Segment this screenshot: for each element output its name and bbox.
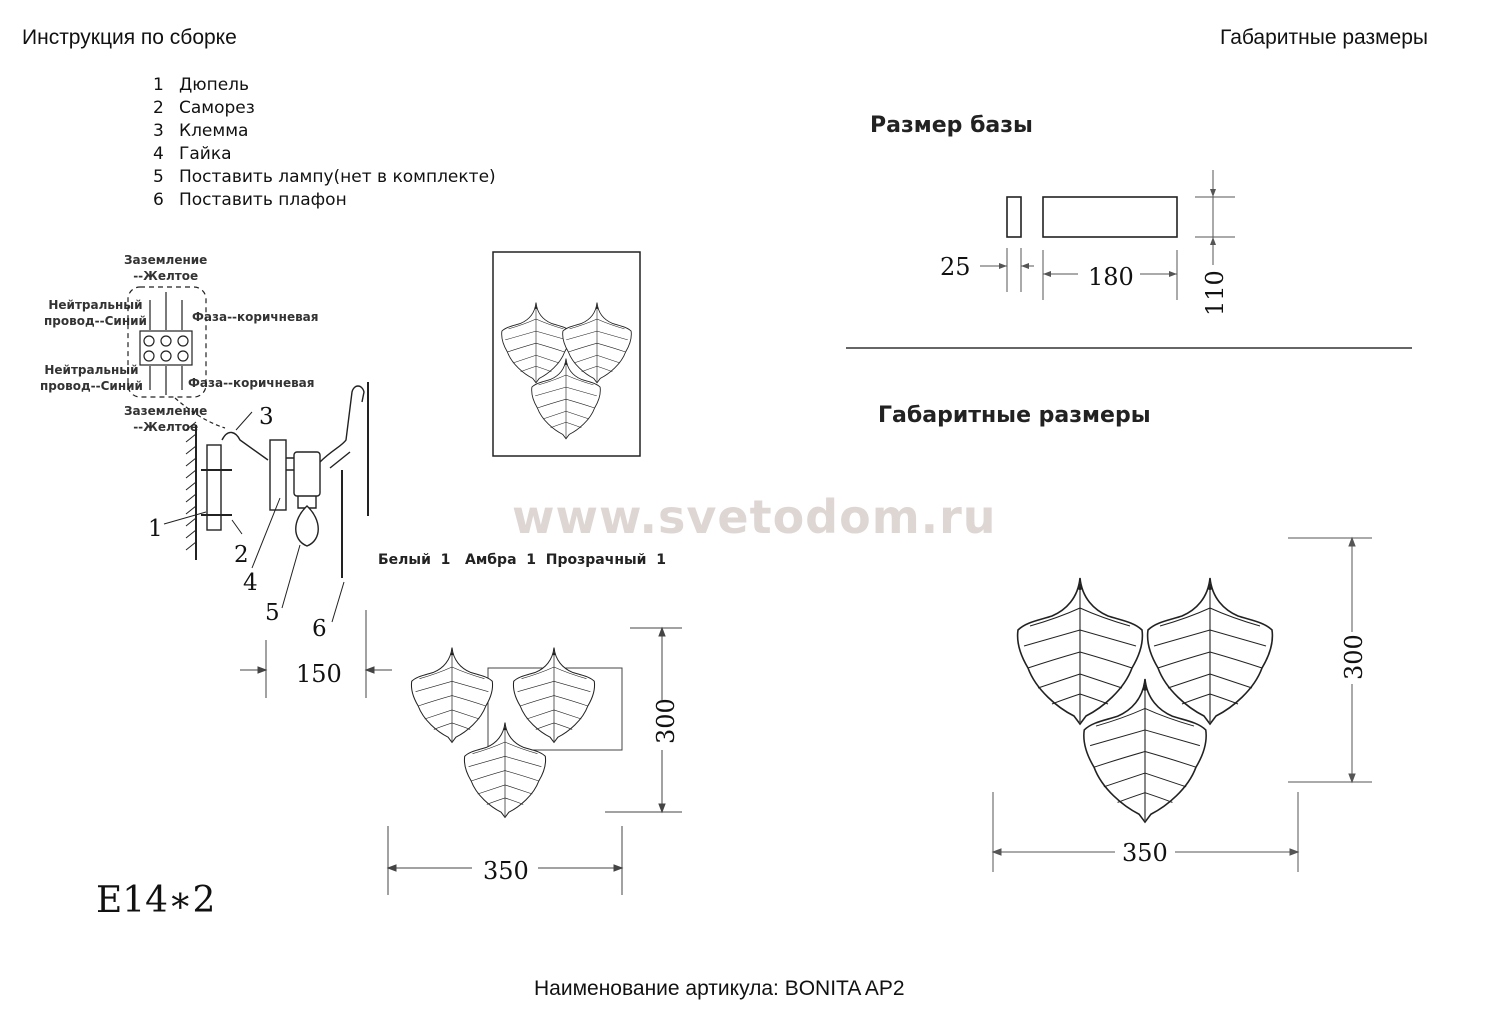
right-dimensioned-view: [1016, 577, 1274, 823]
part-label: Саморез: [179, 98, 255, 118]
dim-right-width: 350: [1122, 839, 1168, 867]
neutral-label-top: Нейтральный провод--Синий: [44, 298, 147, 328]
left-dimension-values: 150 300 350: [296, 660, 680, 885]
parts-list-item: 1 Дюпель: [153, 74, 496, 97]
callout-4: 4: [243, 570, 258, 596]
part-callouts: 1 2 3 4 5 6: [148, 404, 345, 642]
dim-left-width: 350: [483, 857, 529, 885]
dim-right-height: 300: [1340, 634, 1368, 680]
article-name: Наименование артикула: BONITA AP2: [534, 977, 905, 1000]
dim-mount-depth: 150: [296, 660, 342, 688]
ground-label-top: Заземление --Желтое: [124, 253, 208, 283]
dim-base-height: 110: [1201, 270, 1229, 316]
part-label: Дюпель: [179, 75, 250, 95]
dim-base-width: 180: [1088, 263, 1134, 291]
callout-2: 2: [234, 542, 249, 568]
base-dimension-values: 25 180 110: [940, 253, 1229, 316]
part-label: Клемма: [179, 121, 249, 141]
side-view-assembly: [185, 382, 369, 578]
shade-colors: Белый 1 Амбра 1 Прозрачный 1: [378, 552, 666, 568]
phase-label-top: Фаза--коричневая: [192, 310, 319, 324]
dim-left-height: 300: [652, 698, 680, 744]
part-number: 4: [153, 144, 164, 164]
part-number: 3: [153, 121, 164, 141]
part-number: 5: [153, 167, 164, 187]
callout-1: 1: [148, 516, 163, 542]
parts-list-item: 2 Саморез: [153, 97, 496, 120]
lamp-spec: E14∗2: [96, 880, 216, 921]
neutral-label-bottom: Нейтральный провод--Синий: [40, 363, 143, 393]
right-dimension-values: 350 300: [1122, 634, 1368, 867]
part-label: Гайка: [179, 144, 232, 164]
phase-label-bottom: Фаза--коричневая: [188, 376, 315, 390]
parts-list-item: 3 Клемма: [153, 120, 496, 143]
callout-3: 3: [259, 404, 274, 430]
callout-6: 6: [312, 616, 327, 642]
part-number: 6: [153, 190, 164, 210]
base-size-drawing: [980, 170, 1235, 300]
left-dimension-lines: [240, 610, 682, 895]
part-label: Поставить лампу(нет в комплекте): [179, 167, 496, 187]
assembly-title: Инструкция по сборке: [22, 26, 237, 49]
part-number: 2: [153, 98, 164, 118]
part-label: Поставить плафон: [179, 190, 347, 210]
parts-list-item: 6 Поставить плафон: [153, 189, 496, 212]
base-size-title: Размер базы: [870, 113, 1033, 138]
front-view-frame: [492, 251, 641, 457]
part-number: 1: [153, 75, 164, 95]
dim-base-depth: 25: [940, 253, 971, 281]
overall-size-title: Габаритные размеры: [878, 403, 1151, 428]
left-dimensioned-view: [410, 646, 623, 818]
wiring-block: [127, 286, 226, 429]
right-dimension-lines: [991, 536, 1372, 872]
watermark: www.svetodom.ru: [512, 490, 997, 544]
callout-5: 5: [265, 600, 280, 626]
parts-list-item: 5 Поставить лампу(нет в комплекте): [153, 166, 496, 189]
dimensions-title: Габаритные размеры: [1220, 26, 1428, 49]
parts-list-item: 4 Гайка: [153, 143, 496, 166]
